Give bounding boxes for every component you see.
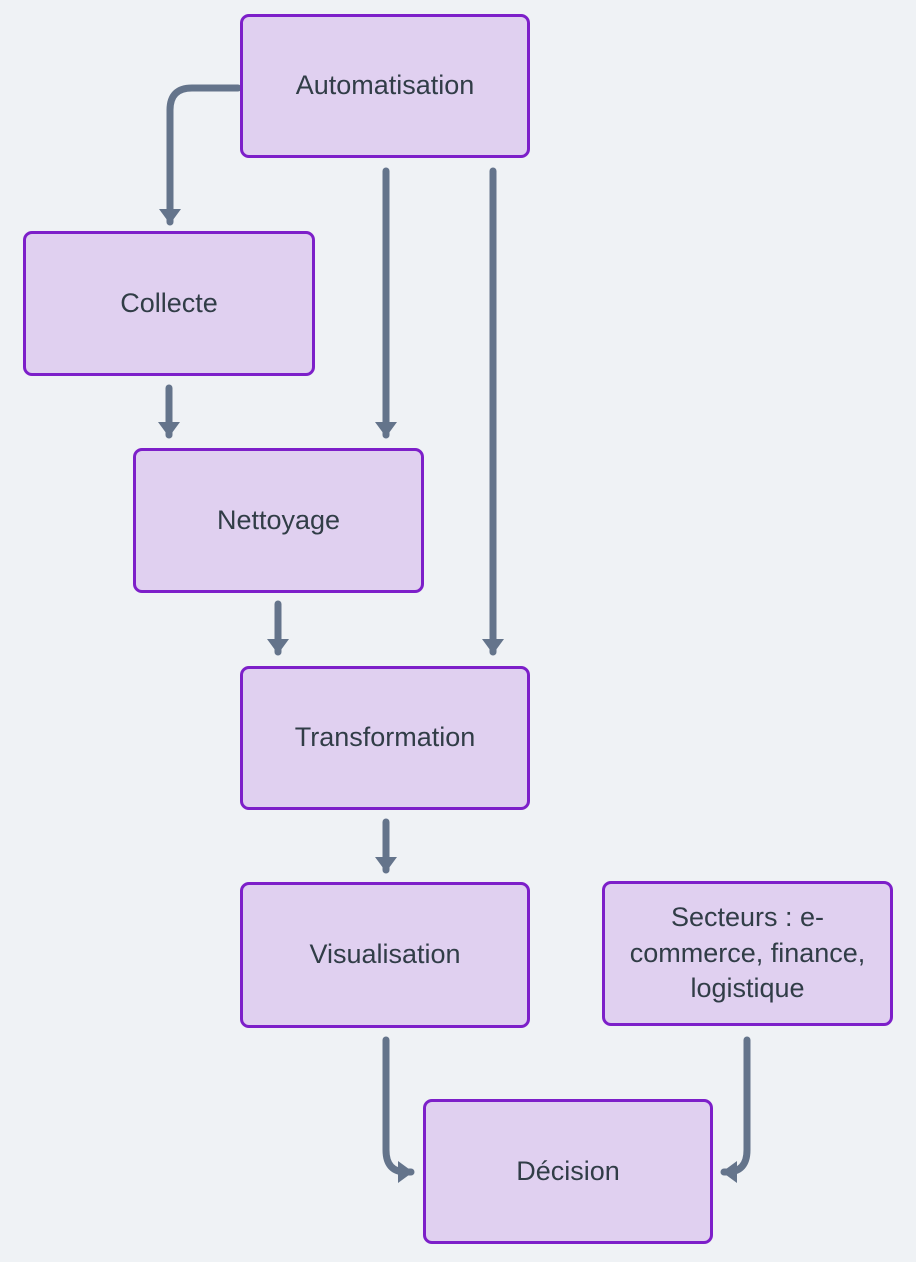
node-visualisation: Visualisation [240,882,530,1028]
node-visualisation-label: Visualisation [309,939,461,970]
edge-visualisation-decision [382,1036,415,1183]
node-collecte-label: Collecte [120,287,218,318]
node-transformation: Transformation [240,666,530,810]
edge-automatisation-collecte [159,84,242,226]
node-nettoyage-label: Nettoyage [216,504,341,535]
node-decision-label: Décision [516,1155,620,1186]
node-automatisation-label: Automatisation [295,70,475,101]
node-transformation-label: Transformation [294,722,476,753]
node-decision: Décision [423,1099,713,1244]
node-secteurs-label: Secteurs : e-commerce, finance, logistiq… [629,902,866,1004]
node-automatisation: Automatisation [240,14,530,158]
node-collecte: Collecte [23,231,315,376]
node-secteurs: Secteurs : e-commerce, finance, logistiq… [602,881,893,1026]
edge-secteurs-decision [720,1036,751,1183]
node-nettoyage: Nettoyage [133,448,424,593]
